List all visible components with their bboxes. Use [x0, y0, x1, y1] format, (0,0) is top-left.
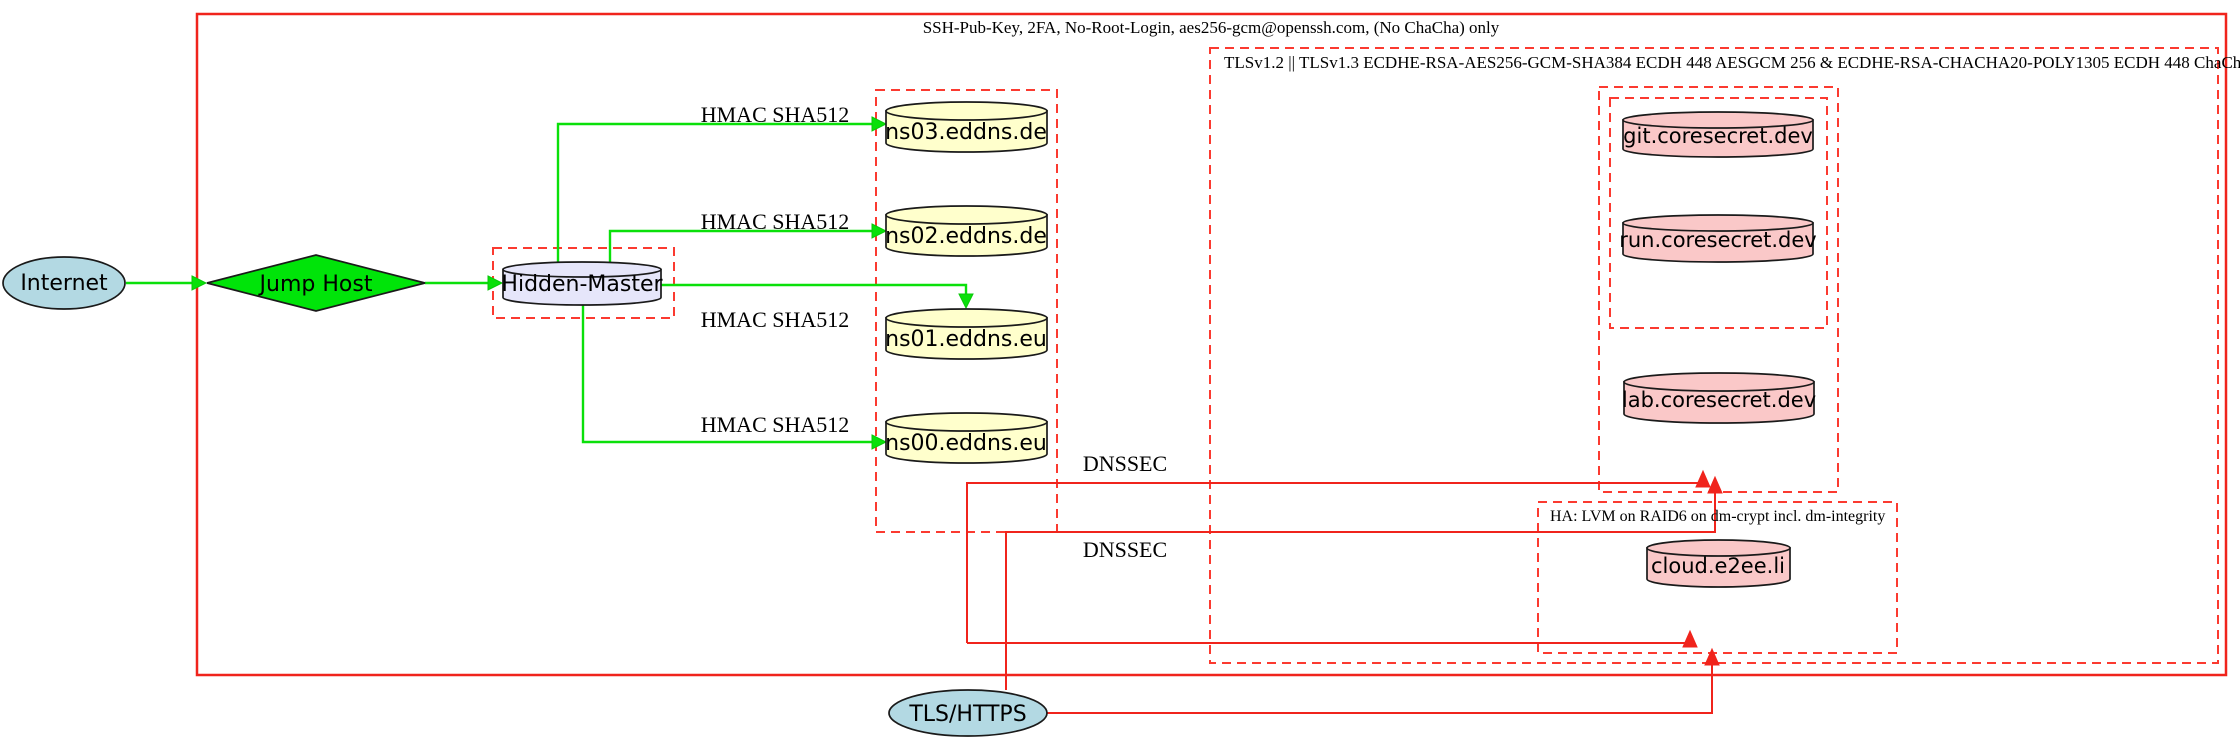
cylinder-body — [1622, 119, 1814, 158]
edge-line — [966, 482, 1703, 643]
arrowhead-up-icon — [1695, 469, 1711, 488]
cylinder-lid — [885, 101, 1048, 121]
ns01-label: ns01.eddns.eu — [885, 327, 1047, 352]
lab-label: lab.coresecret.dev — [1622, 388, 1816, 412]
node-ns02 — [885, 205, 1048, 257]
node-ns00 — [885, 412, 1048, 464]
node-internet — [2, 256, 126, 310]
arrowhead-right-icon — [871, 434, 888, 450]
cylinder-body — [885, 214, 1048, 257]
cylinder-lid — [502, 261, 662, 278]
git-label: git.coresecret.dev — [1623, 124, 1813, 148]
edge-internet-jumphost — [126, 275, 208, 291]
arrowhead-right-icon — [487, 275, 504, 291]
jump-host-label: Jump Host — [258, 272, 373, 297]
edge-hiddenmaster-ns00 — [581, 305, 888, 450]
cylinder-lid — [1622, 214, 1814, 232]
node-run-coresecret — [1622, 214, 1814, 263]
tls-https-label: TLS/HTTPS — [908, 702, 1026, 727]
cylinder-body — [885, 421, 1048, 464]
edge-hiddenmaster-ns01 — [661, 283, 974, 310]
tls-cluster-box — [1209, 47, 2219, 664]
edge-tlshttps-to-ha — [1047, 647, 1720, 714]
arrowhead-right-icon — [871, 223, 888, 239]
jump-host-diamond — [206, 254, 426, 312]
internet-label: Internet — [20, 271, 108, 296]
hmac-label-ns02: HMAC SHA512 — [701, 209, 850, 234]
ssh-cluster-box — [195, 12, 2228, 677]
coresecret-inner-cluster-box — [1609, 97, 1828, 329]
edge-line — [1005, 491, 1716, 690]
cylinder-body — [1623, 381, 1815, 424]
node-hidden-master — [502, 261, 662, 306]
cylinder-body — [885, 110, 1048, 153]
edge-line — [1047, 665, 1713, 714]
arrowhead-right-icon — [191, 275, 208, 291]
ns00-label: ns00.eddns.eu — [885, 431, 1047, 456]
edge-dnssec-to-ha — [967, 629, 1698, 648]
ha-cluster-label: HA: LVM on RAID6 on dm-crypt incl. dm-in… — [1550, 508, 1885, 525]
ssh-cluster-label: SSH-Pub-Key, 2FA, No-Root-Login, aes256-… — [923, 18, 1500, 37]
tls-https-ellipse — [888, 689, 1048, 737]
cloud-label: cloud.e2ee.li — [1651, 554, 1785, 578]
edge-hiddenmaster-ns02 — [608, 223, 888, 262]
cylinder-lid — [885, 412, 1048, 432]
cylinder-body — [885, 317, 1048, 360]
node-git-coresecret — [1622, 111, 1814, 158]
ns03-label: ns03.eddns.de — [885, 120, 1047, 145]
hmac-label-ns03: HMAC SHA512 — [701, 102, 850, 127]
tls-cluster-label: TLSv1.2 || TLSv1.3 ECDHE-RSA-AES256-GCM-… — [1224, 53, 2240, 72]
cylinder-body — [1622, 222, 1814, 263]
cylinder-lid — [1646, 539, 1791, 557]
cylinder-lid — [1623, 372, 1815, 392]
cylinder-lid — [1622, 111, 1814, 129]
cylinder-body — [502, 268, 662, 306]
node-ns03 — [885, 101, 1048, 153]
coresecret-outer-cluster-box — [1598, 86, 1839, 493]
node-ns01 — [885, 308, 1048, 360]
edge-tlshttps-to-coresecret — [1005, 475, 1723, 690]
node-cloud-e2ee — [1646, 539, 1791, 588]
arrowhead-down-icon — [958, 293, 974, 310]
hmac-label-ns01: HMAC SHA512 — [701, 307, 850, 332]
ns02-label: ns02.eddns.de — [885, 224, 1047, 249]
edge-hiddenmaster-ns03 — [556, 116, 888, 262]
dnssec-label-bottom: DNSSEC — [1083, 537, 1167, 562]
edge-line — [581, 305, 872, 444]
cylinder-body — [1646, 547, 1791, 588]
dnssec-label-top: DNSSEC — [1083, 451, 1167, 476]
edge-line — [608, 229, 872, 262]
run-label: run.coresecret.dev — [1619, 228, 1817, 252]
node-tls-https — [888, 689, 1048, 737]
arrowhead-right-icon — [871, 116, 888, 132]
node-jump-host — [206, 254, 426, 312]
hmac-label-ns00: HMAC SHA512 — [701, 412, 850, 437]
arrowhead-up-icon — [1704, 647, 1720, 666]
edge-line — [556, 122, 872, 262]
cylinder-lid — [885, 308, 1048, 328]
arrowhead-up-icon — [1707, 475, 1723, 494]
hidden-master-label: Hidden-Master — [501, 272, 663, 297]
edge-jumphost-hiddenmaster — [425, 275, 504, 291]
internet-ellipse — [2, 256, 126, 310]
cylinder-lid — [885, 205, 1048, 225]
edge-line — [661, 283, 968, 294]
arrowhead-up-icon — [1682, 629, 1698, 648]
edge-dnssec-to-coresecret — [966, 469, 1711, 643]
node-lab-coresecret — [1623, 372, 1815, 424]
